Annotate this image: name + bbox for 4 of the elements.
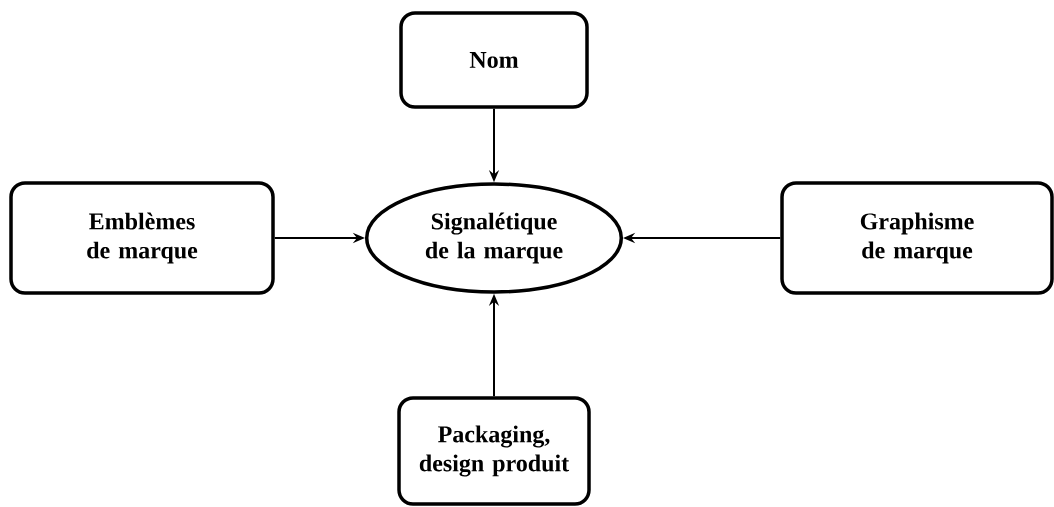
rounded-box: Emblèmes de marque <box>9 181 275 295</box>
rounded-box: Packaging, design produit <box>397 396 591 506</box>
rounded-box: Graphisme de marque <box>780 181 1054 295</box>
rounded-box: Nom <box>399 11 589 109</box>
